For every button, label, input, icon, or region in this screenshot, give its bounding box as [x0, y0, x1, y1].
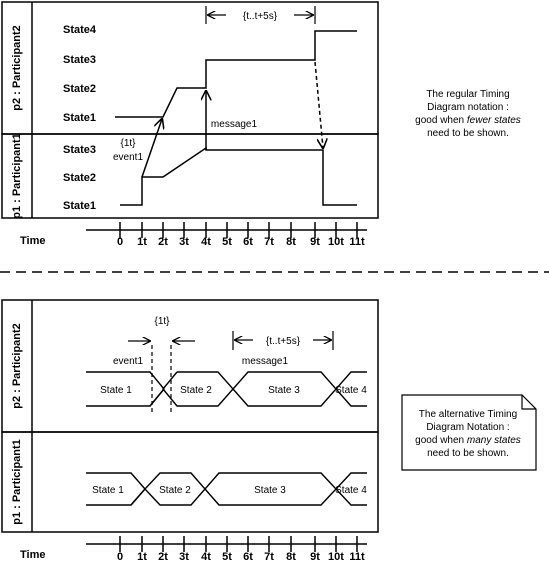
p1-transition: [130, 488, 146, 506]
note-line: Diagram notation :: [427, 102, 509, 113]
time-tick-label: 6t: [243, 236, 253, 248]
time-tick-label: 5t: [222, 551, 232, 563]
p1-lifeline-frame: [1, 133, 379, 219]
message1-label: message1: [211, 119, 258, 130]
time-tick-label: 4t: [201, 551, 211, 563]
note-line: The regular Timing: [426, 89, 509, 100]
participant-p1-label: p1 : Participant1: [11, 133, 23, 219]
note-line: good when fewer states: [415, 115, 521, 126]
note-fold: [521, 395, 536, 410]
time-tick-label: 8t: [286, 236, 296, 248]
p2-state-label: State4: [63, 24, 97, 36]
participant-p1-label: p1 : Participant1: [11, 439, 23, 525]
event-constraint: {1t}: [120, 138, 136, 149]
event1-arrow: [141, 119, 162, 178]
p1-lifeline-frame: [1, 431, 379, 533]
axis-ticks-top: 0 1t 2t 3t 4t 5t 6t 7t 8t 9t 10t 11t: [86, 222, 367, 248]
p1-state-label: State 1: [92, 485, 124, 496]
event1-label: event1: [113, 152, 143, 163]
p2-state-label: State 3: [268, 385, 300, 396]
p1-state-label: State3: [63, 144, 96, 156]
axis-ticks-bottom: 0 1t 2t 3t 4t 5t 6t 7t 8t 9t 10t 11t: [86, 536, 367, 563]
time-tick-label: 8t: [286, 551, 296, 563]
p2-lifeline-frame: [1, 299, 379, 433]
alternative-notation-note: The alternative Timing Diagram Notation …: [401, 394, 537, 471]
note-line: Diagram Notation :: [426, 422, 509, 433]
p2-state-label: State 1: [100, 385, 132, 396]
p1-state-label: State 2: [159, 485, 191, 496]
time-tick-label: 0: [117, 551, 123, 563]
participant-p2-label: p2 : Participant2: [11, 323, 23, 409]
time-tick-label: 10t: [328, 551, 344, 563]
p1-state-lane: [86, 472, 367, 506]
time-tick-label: 2t: [158, 551, 168, 563]
short-constraint: {1t}: [154, 316, 170, 327]
time-axis-top: Time 0 1t 2t 3t 4t 5t 6t 7t 8t 9t 10t 11t: [20, 222, 367, 248]
note-line: need to be shown.: [427, 448, 509, 459]
p2-state-label: State2: [63, 83, 96, 95]
alternative-timing-diagram: p2 : Participant2 p1 : Participant1 Stat…: [1, 299, 537, 563]
p2-state-timeline: [115, 30, 357, 118]
time-tick-label: 3t: [179, 236, 189, 248]
p1-state-label: State2: [63, 172, 96, 184]
duration-constraint: {t..t+5s}: [243, 11, 278, 22]
note-line: need to be shown.: [427, 128, 509, 139]
p1-state-label: State1: [63, 200, 96, 212]
regular-notation-note: The regular Timing Diagram notation : go…: [415, 89, 521, 139]
p2-state-label: State 4: [335, 385, 367, 396]
p1-state-label: State 3: [254, 485, 286, 496]
event1-label: event1: [113, 356, 143, 367]
time-tick-label: 3t: [179, 551, 189, 563]
time-tick-label: 2t: [158, 236, 168, 248]
time-tick-label: 4t: [201, 236, 211, 248]
time-tick-label: 11t: [349, 236, 365, 248]
time-tick-label: 9t: [310, 236, 320, 248]
note-line: The alternative Timing: [419, 409, 517, 420]
time-tick-label: 1t: [137, 551, 147, 563]
regular-timing-diagram: p2 : Participant2 p1 : Participant1 Stat…: [1, 1, 521, 248]
p2-state-label: State 2: [180, 385, 212, 396]
time-tick-label: 1t: [137, 236, 147, 248]
time-axis-bottom: Time 0 1t 2t 3t 4t 5t 6t 7t 8t 9t 10t 11t: [20, 536, 367, 563]
time-tick-label: 0: [117, 236, 123, 248]
duration-constraint: {t..t+5s}: [266, 336, 301, 347]
message1-arrow: [314, 61, 323, 148]
time-tick-label: 10t: [328, 236, 344, 248]
participant-p2-label: p2 : Participant2: [11, 25, 23, 111]
time-tick-label: 7t: [264, 236, 274, 248]
time-tick-label: 11t: [349, 551, 365, 563]
p1-state-timeline: [120, 146, 357, 206]
time-tick-label: 5t: [222, 236, 232, 248]
time-tick-label: 9t: [310, 551, 320, 563]
time-tick-label: 7t: [264, 551, 274, 563]
message1-label: message1: [242, 356, 289, 367]
p2-state-label: State3: [63, 54, 96, 66]
p2-lifeline-frame: [1, 1, 379, 135]
time-axis-label: Time: [20, 549, 45, 561]
note-box: [401, 394, 537, 471]
p1-state-label: State 4: [335, 485, 367, 496]
note-line: good when many states: [415, 435, 521, 446]
p2-state-label: State1: [63, 112, 96, 124]
time-tick-label: 6t: [243, 551, 253, 563]
time-axis-label: Time: [20, 235, 45, 247]
